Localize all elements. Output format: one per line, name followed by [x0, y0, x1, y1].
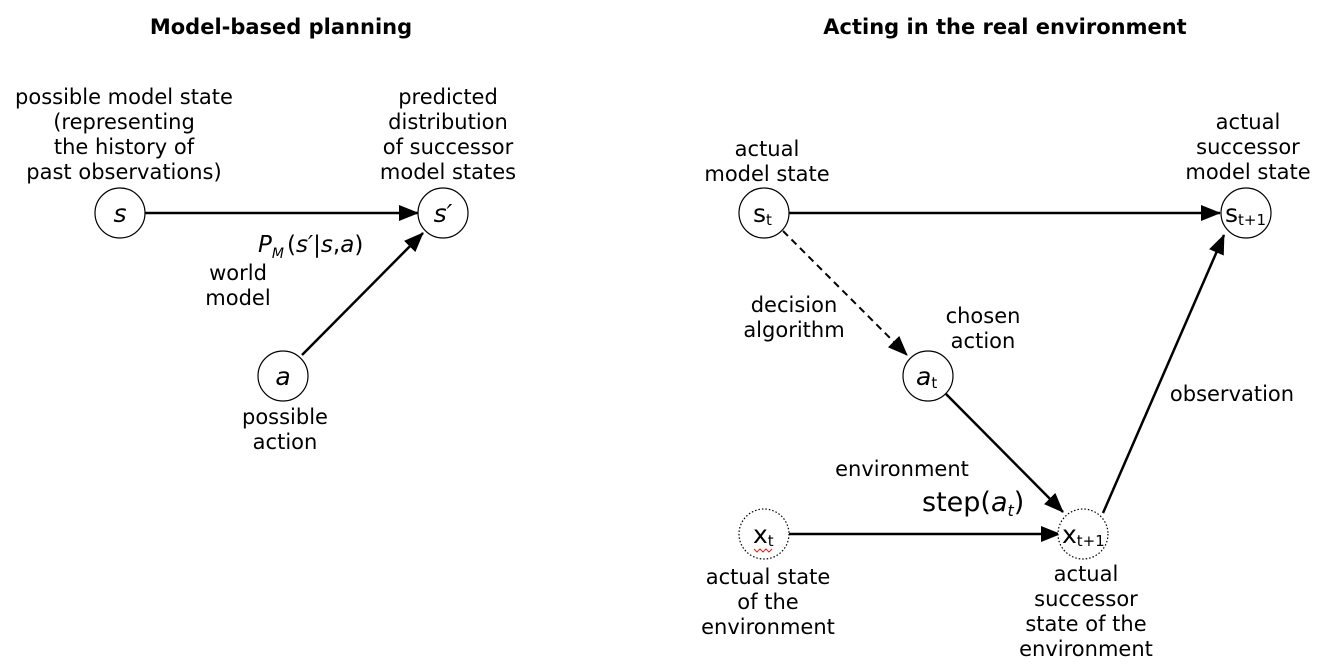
node-s-prime: s′ — [417, 187, 469, 239]
svg-text:action: action — [951, 329, 1016, 353]
svg-text:s′: s′ — [434, 199, 453, 228]
svg-text:actual: actual — [735, 137, 800, 161]
step-formula: step(at) — [922, 487, 1024, 520]
svg-text:st: st — [753, 199, 772, 229]
svg-text:decision: decision — [751, 293, 838, 317]
svg-text:predicted: predicted — [398, 85, 498, 109]
left-panel-title: Model-based planning — [150, 15, 412, 39]
svg-text:state of the: state of the — [1025, 612, 1146, 636]
node-st1: st+1 — [1220, 187, 1272, 239]
svg-text:world: world — [209, 261, 267, 285]
svg-text:st+1: st+1 — [1225, 199, 1266, 229]
st1-label: actual successor model state — [1185, 110, 1310, 184]
node-xt: xt — [738, 508, 790, 560]
svg-text:the history of: the history of — [54, 135, 195, 159]
svg-text:environment: environment — [701, 615, 835, 639]
spellcheck-squiggle — [753, 548, 773, 553]
world-model-label: world model — [205, 261, 270, 310]
edge-st-to-at-dashed — [782, 230, 908, 356]
observation-label: observation — [1170, 382, 1294, 406]
svg-text:actual: actual — [1216, 110, 1281, 134]
svg-text:chosen: chosen — [946, 304, 1021, 328]
node-a: a — [257, 350, 309, 402]
svg-text:past observations): past observations) — [26, 160, 221, 184]
state-s-label: possible model state (representing the h… — [15, 85, 233, 184]
svg-text:actual state: actual state — [706, 565, 831, 589]
node-xt1: xt+1 — [1057, 508, 1109, 560]
xt-label: actual state of the environment — [701, 565, 835, 639]
decision-algorithm-label: decision algorithm — [743, 293, 844, 342]
edge-xt1-to-st1 — [1101, 234, 1226, 514]
action-a-label: possible action — [242, 405, 328, 454]
svg-text:model state: model state — [1185, 160, 1310, 184]
svg-text:xt+1: xt+1 — [1062, 520, 1105, 550]
svg-text:of the: of the — [737, 590, 798, 614]
environment-label: environment — [835, 457, 969, 481]
svg-text:xt: xt — [753, 520, 774, 550]
svg-text:possible: possible — [242, 405, 328, 429]
svg-text:environment: environment — [1019, 637, 1153, 661]
svg-text:s: s — [113, 199, 126, 228]
node-st: st — [738, 187, 790, 239]
successor-s-prime-label: predicted distribution of successor mode… — [380, 85, 516, 184]
svg-text:successor: successor — [1196, 135, 1300, 159]
edge-at-to-xt1 — [945, 393, 1064, 513]
svg-text:of successor: of successor — [383, 135, 514, 159]
svg-text:possible model state: possible model state — [15, 85, 233, 109]
xt1-label: actual successor state of the environmen… — [1019, 562, 1153, 661]
st-label: actual model state — [704, 137, 829, 186]
svg-text:model: model — [205, 286, 270, 310]
svg-text:(representing: (representing — [53, 110, 195, 134]
right-panel-title: Acting in the real environment — [823, 15, 1186, 39]
svg-text:algorithm: algorithm — [743, 318, 844, 342]
svg-text:model states: model states — [380, 160, 516, 184]
edge-a-to-s-prime — [301, 232, 424, 356]
svg-text:at: at — [916, 362, 937, 392]
svg-text:action: action — [253, 430, 318, 454]
node-s: s — [94, 187, 146, 239]
chosen-action-label: chosen action — [946, 304, 1021, 353]
svg-text:successor: successor — [1034, 587, 1138, 611]
world-model-formula: PM(s′|s,a) — [258, 232, 363, 262]
svg-text:distribution: distribution — [388, 110, 508, 134]
svg-text:model state: model state — [704, 162, 829, 186]
svg-text:actual: actual — [1054, 562, 1119, 586]
node-at: at — [902, 350, 954, 402]
svg-text:a: a — [275, 362, 290, 391]
